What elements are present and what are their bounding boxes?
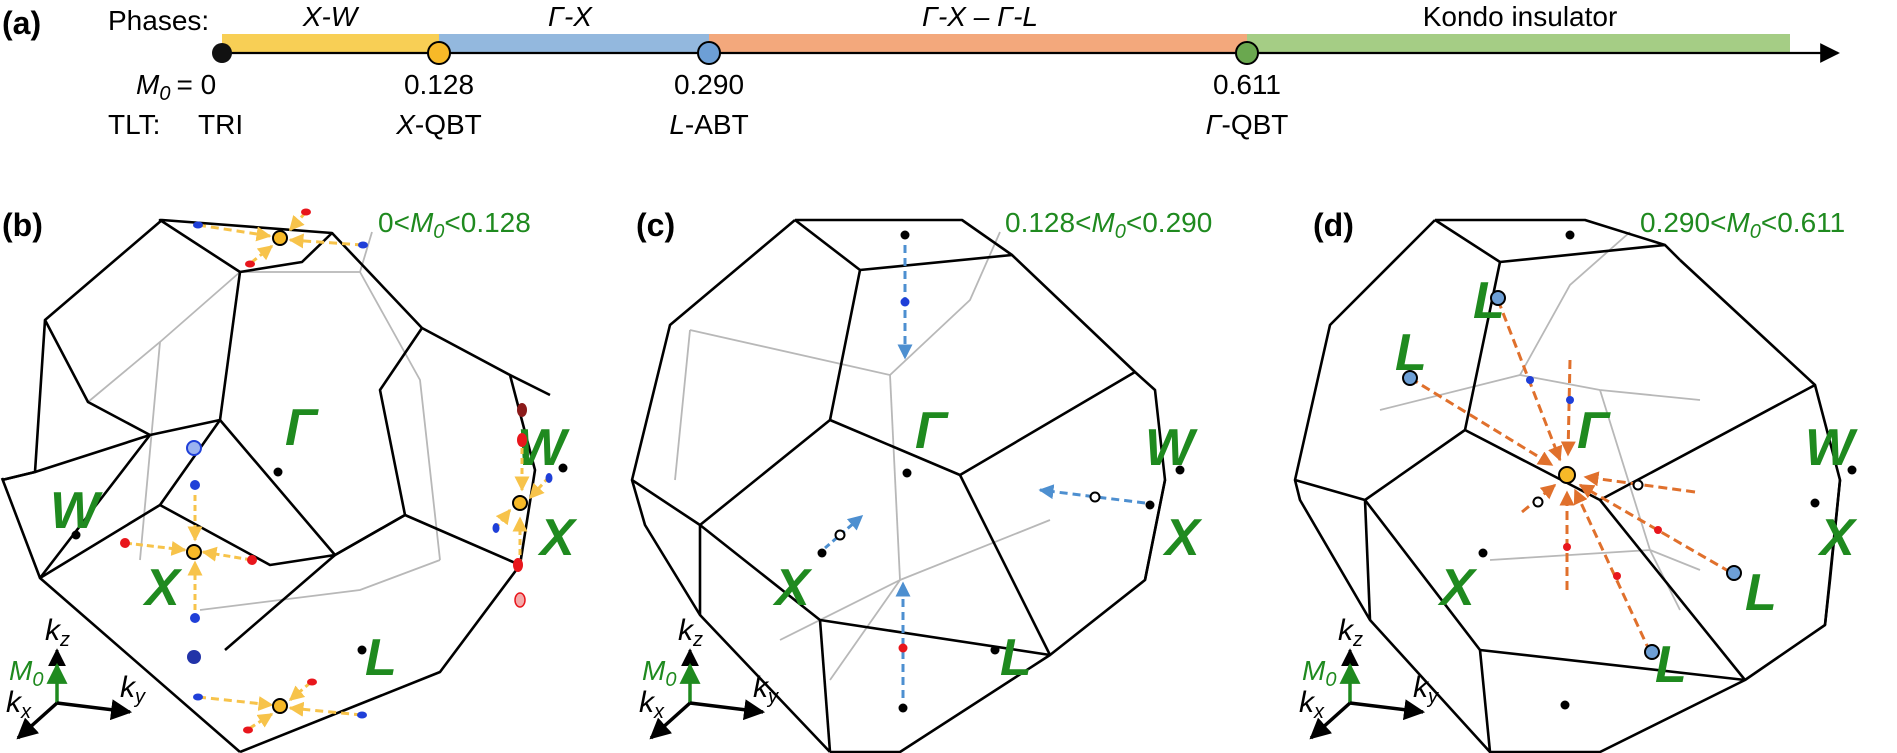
panel-b-w-left: W <box>50 482 103 540</box>
m0-eq-label: M0= 0 <box>136 69 216 105</box>
panel-c-letter: (c) <box>636 207 675 243</box>
panel-c-gamma-dot <box>902 468 912 478</box>
phase-label-gamma-x: Γ-X <box>548 1 593 32</box>
bz-back-edges-d <box>1379 231 1701 611</box>
panel-b-l-label: L <box>365 629 397 687</box>
panel-d-l-right: L <box>1745 564 1777 622</box>
transition-point-0290 <box>697 41 721 65</box>
panel-c-gamma-label: Γ <box>915 402 949 460</box>
tlt-label: TLT: <box>108 109 160 140</box>
panel-c-nodes <box>817 230 1155 713</box>
panel-d-x-front: X <box>1437 559 1478 617</box>
phase-diagram: (a) Phases: X-W Γ-X Γ-X – Γ-L Kondo insu… <box>2 1 1840 140</box>
panel-d-axes: kz M0 kx ky <box>1299 614 1439 740</box>
panel-b-x-front: X <box>142 559 183 617</box>
bz-front-edges <box>0 218 551 753</box>
tlt-x-qbt: X-QBT <box>395 109 482 140</box>
tlt-tri: TRI <box>198 109 243 140</box>
panel-d-w-dot <box>1847 465 1857 475</box>
panel-b-kx: kx <box>6 686 32 723</box>
value-0611: 0.611 <box>1213 69 1281 100</box>
panel-d-m0: M0 <box>1302 655 1336 691</box>
tlt-gamma-qbt: Γ-QBT <box>1206 109 1289 140</box>
panel-c-kx: kx <box>639 686 665 723</box>
panel-c-x-right: X <box>1162 509 1203 567</box>
phase-band-x-w <box>222 34 439 53</box>
tlt-l-abt: L-ABT <box>669 109 748 140</box>
panel-c-l-dot <box>990 645 1000 655</box>
transition-point-0611 <box>1235 41 1259 65</box>
bz-front-edges-c <box>630 218 1167 753</box>
phase-label-x-w: X-W <box>302 1 360 32</box>
panel-c-axes: kz M0 kx ky <box>639 614 779 740</box>
phase-band-gamma-x-gamma-l <box>709 34 1247 53</box>
phase-band-gamma-x <box>439 34 709 53</box>
panel-b: (b) 0<M0<0.128 <box>0 207 578 753</box>
panel-c-range: 0.128<M0<0.290 <box>1005 207 1212 243</box>
transition-point-0128 <box>427 41 451 65</box>
panel-b-letter: (b) <box>2 207 43 243</box>
panel-d-nodes <box>1402 290 1742 660</box>
panel-d-ky: ky <box>1413 671 1439 708</box>
panel-c-w-dot <box>1175 465 1185 475</box>
panel-a-letter: (a) <box>2 5 41 41</box>
value-0290: 0.290 <box>674 69 744 100</box>
panel-b-l-dot <box>357 645 367 655</box>
panel-d-x-right: X <box>1817 509 1858 567</box>
panel-d-x-front-dot <box>1478 548 1488 558</box>
panel-c: (c) 0.128<M0<0.290 Γ W X X <box>630 207 1212 753</box>
panel-d-top-dot <box>1565 230 1575 240</box>
phases-label: Phases: <box>108 5 209 36</box>
value-0128: 0.128 <box>404 69 474 100</box>
panel-b-gamma-dot <box>273 467 283 477</box>
panel-b-ky: ky <box>120 671 146 708</box>
panel-b-top-face-nodes <box>193 208 368 268</box>
panel-c-m0: M0 <box>642 655 676 691</box>
panel-d-kx: kx <box>1299 686 1325 723</box>
panel-d-gamma-label: Γ <box>1577 402 1611 460</box>
panel-b-x-right: X <box>537 509 578 567</box>
panel-d-bottom-dot <box>1560 700 1570 710</box>
panel-c-l-label: L <box>1000 629 1032 687</box>
panel-c-kz: kz <box>678 614 703 651</box>
phase-band-kondo <box>1247 34 1790 53</box>
panel-b-bottom-face-nodes <box>193 678 367 734</box>
panel-d-letter: (d) <box>1313 207 1354 243</box>
panel-b-kz: kz <box>45 614 70 651</box>
panel-b-right-face-nodes <box>492 403 553 608</box>
panel-c-w-label: W <box>1145 419 1198 477</box>
panel-b-axes: kz M0 kx ky <box>6 614 146 740</box>
panel-d-l-bottom: L <box>1655 636 1687 694</box>
panel-b-gamma-label: Γ <box>285 399 319 457</box>
panel-c-x-front: X <box>772 559 813 617</box>
panel-d-range: 0.290<M0<0.611 <box>1640 207 1845 243</box>
panel-b-range: 0<M0<0.128 <box>378 207 531 243</box>
panel-b-w-left-dot <box>71 530 81 540</box>
panel-d: (d) 0.290<M0<0.611 Γ W X X <box>1293 207 1858 753</box>
panel-b-m0: M0 <box>9 655 43 691</box>
panel-d-x-right-dot <box>1810 498 1820 508</box>
panel-b-w-right-dot <box>558 463 568 473</box>
phase-label-gamma-x-gamma-l: Γ-X – Γ-L <box>922 1 1038 32</box>
bz-back-edges <box>87 231 441 611</box>
panel-d-kz: kz <box>1338 614 1363 651</box>
transition-point-0 <box>212 43 232 63</box>
bz-back-edges-c <box>674 231 1051 681</box>
panel-c-ky: ky <box>753 671 779 708</box>
phase-label-kondo: Kondo insulator <box>1423 1 1618 32</box>
bz-front-edges-d <box>1293 218 1842 753</box>
panel-b-front-face-nodes <box>120 440 257 664</box>
